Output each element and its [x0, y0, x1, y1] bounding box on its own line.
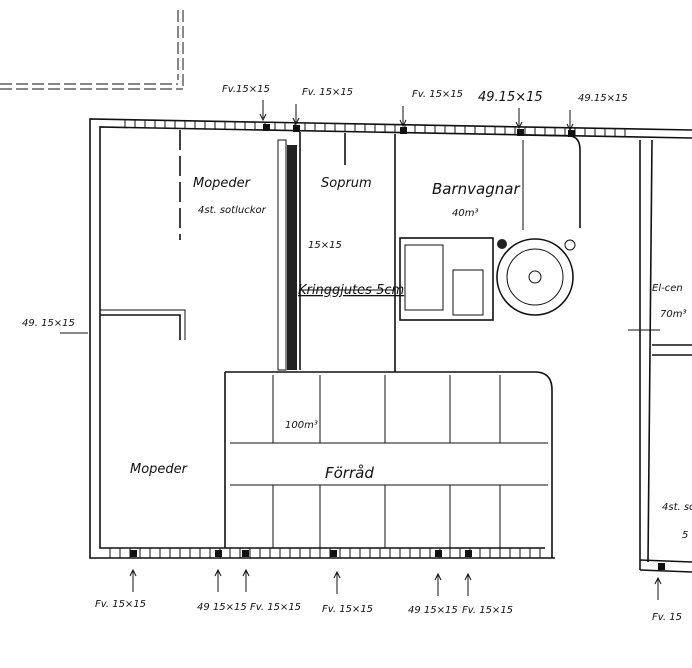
sotluckor-upper: 4st. sotluckor [198, 205, 267, 216]
arrow-head [259, 113, 267, 122]
arrow-head [515, 121, 523, 130]
shaft-size: 15×15 [308, 240, 342, 251]
arrow-head [566, 123, 574, 132]
bottom-label: Fv. 15×15 [322, 604, 373, 615]
flue [568, 130, 575, 137]
flue [242, 550, 249, 557]
bottom-label: Fv. 15×15 [250, 602, 301, 613]
volume-100: 100m³ [285, 420, 318, 431]
room-soprum: Soprum [321, 176, 372, 191]
room-el-central: El-cen [652, 283, 683, 294]
kringgjutes-note: Kringgjutes 5cm [298, 283, 404, 298]
flue [658, 563, 665, 570]
arrow-head [129, 568, 137, 577]
room-mopeder-upper: Mopeder [193, 176, 252, 191]
bottom-label: 49 15×15 [408, 605, 458, 616]
outer-walls [89, 118, 692, 573]
flue [465, 550, 472, 557]
right-note: 5 [682, 530, 688, 541]
flue [263, 124, 270, 131]
arrows [60, 100, 662, 600]
top-label: Fv. 15×15 [412, 89, 463, 100]
sotluckor-right: 4st. so [662, 502, 692, 513]
room-forrad: Förråd [325, 464, 374, 482]
arrow-head [292, 117, 300, 126]
arrow-head [242, 568, 250, 577]
flue [330, 550, 337, 557]
arrow-head [333, 570, 341, 579]
shaft [287, 145, 297, 370]
arrow-head [434, 572, 442, 581]
flue [517, 129, 524, 136]
flue [130, 550, 137, 557]
top-label: Fv.15×15 [222, 84, 270, 95]
arrow-head [464, 572, 472, 581]
arrow-head [654, 576, 662, 585]
windows [109, 119, 665, 570]
flue [435, 550, 442, 557]
room-barnvagnar: Barnvagnar [432, 180, 520, 198]
interior-walls [100, 130, 692, 558]
bottom-label: 49 15×15 [197, 602, 247, 613]
top-label: 49.15×15 [478, 90, 543, 105]
bottom-label: Fv. 15×15 [462, 605, 513, 616]
bottom-label: Fv. 15 [652, 612, 682, 623]
el-volume: 70m³ [660, 309, 686, 320]
arrow-head [214, 568, 222, 577]
top-label: 49.15×15 [578, 93, 628, 104]
barnvagnar-volume: 40m³ [452, 208, 478, 219]
top-label: Fv. 15×15 [302, 87, 353, 98]
arrow-head [399, 119, 407, 128]
flue [400, 127, 407, 134]
room-mopeder-lower: Mopeder [130, 462, 189, 477]
flue [293, 125, 300, 132]
dashed-boundary [0, 10, 184, 90]
bottom-label: Fv. 15×15 [95, 599, 146, 610]
left-label: 49. 15×15 [22, 318, 75, 329]
flue [215, 550, 222, 557]
